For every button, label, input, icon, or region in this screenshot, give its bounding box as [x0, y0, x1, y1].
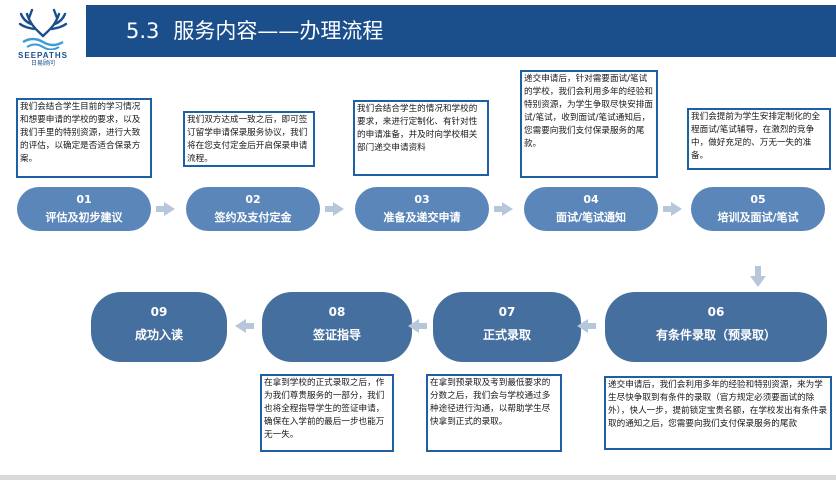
- logo-wordmark: SEEPATHS: [18, 51, 68, 60]
- step-02[interactable]: 02 签约及支付定金: [186, 187, 320, 231]
- step-number: 09: [150, 305, 168, 319]
- step-label: 面试/笔试通知: [555, 211, 627, 224]
- step-number: 02: [245, 193, 261, 206]
- step-number: 01: [76, 193, 92, 206]
- note-step-02: 我们双方达成一致之后，即可签订留学申请保录服务协议，我们将在您支付定金后开启保录…: [183, 111, 315, 167]
- step-label: 培训及面试/笔试: [717, 211, 799, 224]
- step-05[interactable]: 05 培训及面试/笔试: [691, 187, 825, 231]
- step-label: 正式录取: [482, 328, 531, 342]
- page-title: 5.3 服务内容——办理流程: [126, 5, 383, 57]
- note-step-03: 我们会结合学生的情况和学校的要求，来进行定制化、有针对性的申请准备，并及时向学校…: [353, 100, 489, 176]
- logo-subtitle: 日易顾问: [30, 60, 55, 67]
- note-step-05: 我们会提前为学生安排定制化的全程面试/笔试辅导，在激烈的竞争中，做好充足的、万无…: [687, 108, 831, 170]
- step-label: 成功入读: [134, 328, 183, 342]
- step-number: 03: [414, 193, 430, 206]
- note-step-08: 在拿到学校的正式录取之后，作为我们尊贵服务的一部分，我们也将全程指导学生的签证申…: [260, 374, 394, 452]
- arrow-right-icon: [494, 202, 513, 216]
- step-03[interactable]: 03 准备及递交申请: [355, 187, 489, 231]
- arrow-right-icon: [663, 202, 682, 216]
- step-number: 07: [498, 305, 516, 319]
- header-bar: 5.3 服务内容——办理流程: [86, 5, 836, 57]
- step-label: 签证指导: [312, 328, 361, 342]
- step-label: 准备及递交申请: [383, 211, 461, 224]
- step-number: 05: [750, 193, 766, 206]
- step-number: 08: [328, 305, 346, 319]
- note-step-07: 在拿到预录取及考到最低要求的分数之后，我们会与学校通过多种途径进行沟通，以帮助学…: [426, 374, 562, 452]
- step-label: 签约及支付定金: [214, 211, 292, 224]
- arrow-left-icon: [577, 319, 596, 333]
- note-step-06: 递交申请后，我们会利用多年的经验和特别资源，来为学生尽快争取到有条件的录取（官方…: [604, 376, 832, 450]
- step-06[interactable]: 06 有条件录取（预录取）: [605, 292, 827, 362]
- arrow-down-icon: [750, 266, 766, 287]
- note-step-01: 我们会结合学生目前的学习情况和想要申请的学校的要求，以及我们手里的特别资源，进行…: [16, 98, 152, 178]
- section-number: 5.3: [126, 19, 160, 43]
- arrow-left-icon: [235, 319, 254, 333]
- step-number: 06: [707, 305, 725, 319]
- step-09[interactable]: 09 成功入读: [91, 292, 227, 362]
- arrow-left-icon: [408, 319, 427, 333]
- arrow-right-icon: [156, 202, 175, 216]
- note-step-04: 递交申请后，针对需要面试/笔试的学校，我们会利用多年的经验和特别资源，为学生争取…: [520, 70, 658, 178]
- step-04[interactable]: 04 面试/笔试通知: [524, 187, 658, 231]
- step-07[interactable]: 07 正式录取: [433, 292, 581, 362]
- deer-antler-icon: [18, 8, 68, 50]
- footer-divider: [0, 475, 836, 480]
- section-title: 服务内容——办理流程: [173, 19, 384, 43]
- arrow-right-icon: [325, 202, 344, 216]
- step-08[interactable]: 08 签证指导: [262, 292, 412, 362]
- step-label: 有条件录取（预录取）: [655, 328, 776, 342]
- step-number: 04: [583, 193, 599, 206]
- step-01[interactable]: 01 评估及初步建议: [17, 187, 151, 231]
- seepaths-logo: SEEPATHS 日易顾问: [8, 6, 78, 74]
- step-label: 评估及初步建议: [45, 211, 123, 224]
